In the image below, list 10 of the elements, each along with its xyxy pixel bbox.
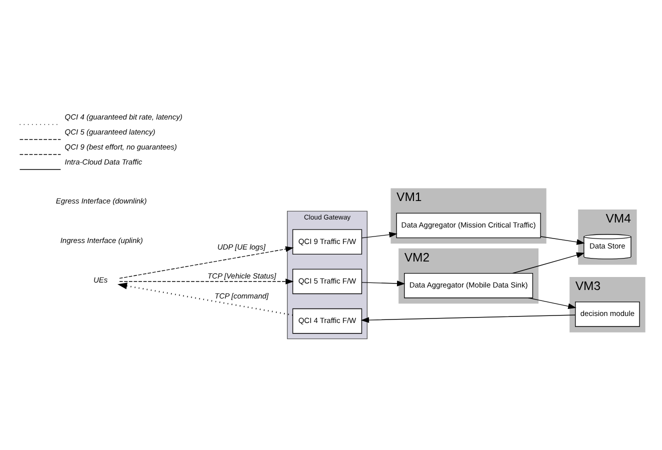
legend-label: Intra-Cloud Data Traffic — [64, 157, 142, 166]
label: Egress Interface (downlink) — [56, 196, 147, 206]
edge-label: UDP [UE logs] — [217, 242, 266, 251]
legend-label: QCI 9 (best effort, no guarantees) — [64, 142, 177, 152]
legend-label: QCI 5 (guaranteed latency) — [64, 127, 156, 136]
legend-label: QCI 4 (guaranteed bit rate, latency) — [64, 112, 182, 122]
node-text: UEs — [93, 275, 108, 284]
label: Ingress Interface (uplink) — [60, 236, 143, 245]
edge-label: TCP [command] — [214, 290, 269, 300]
edge-label: TCP [Vehicle Status] — [207, 271, 276, 280]
